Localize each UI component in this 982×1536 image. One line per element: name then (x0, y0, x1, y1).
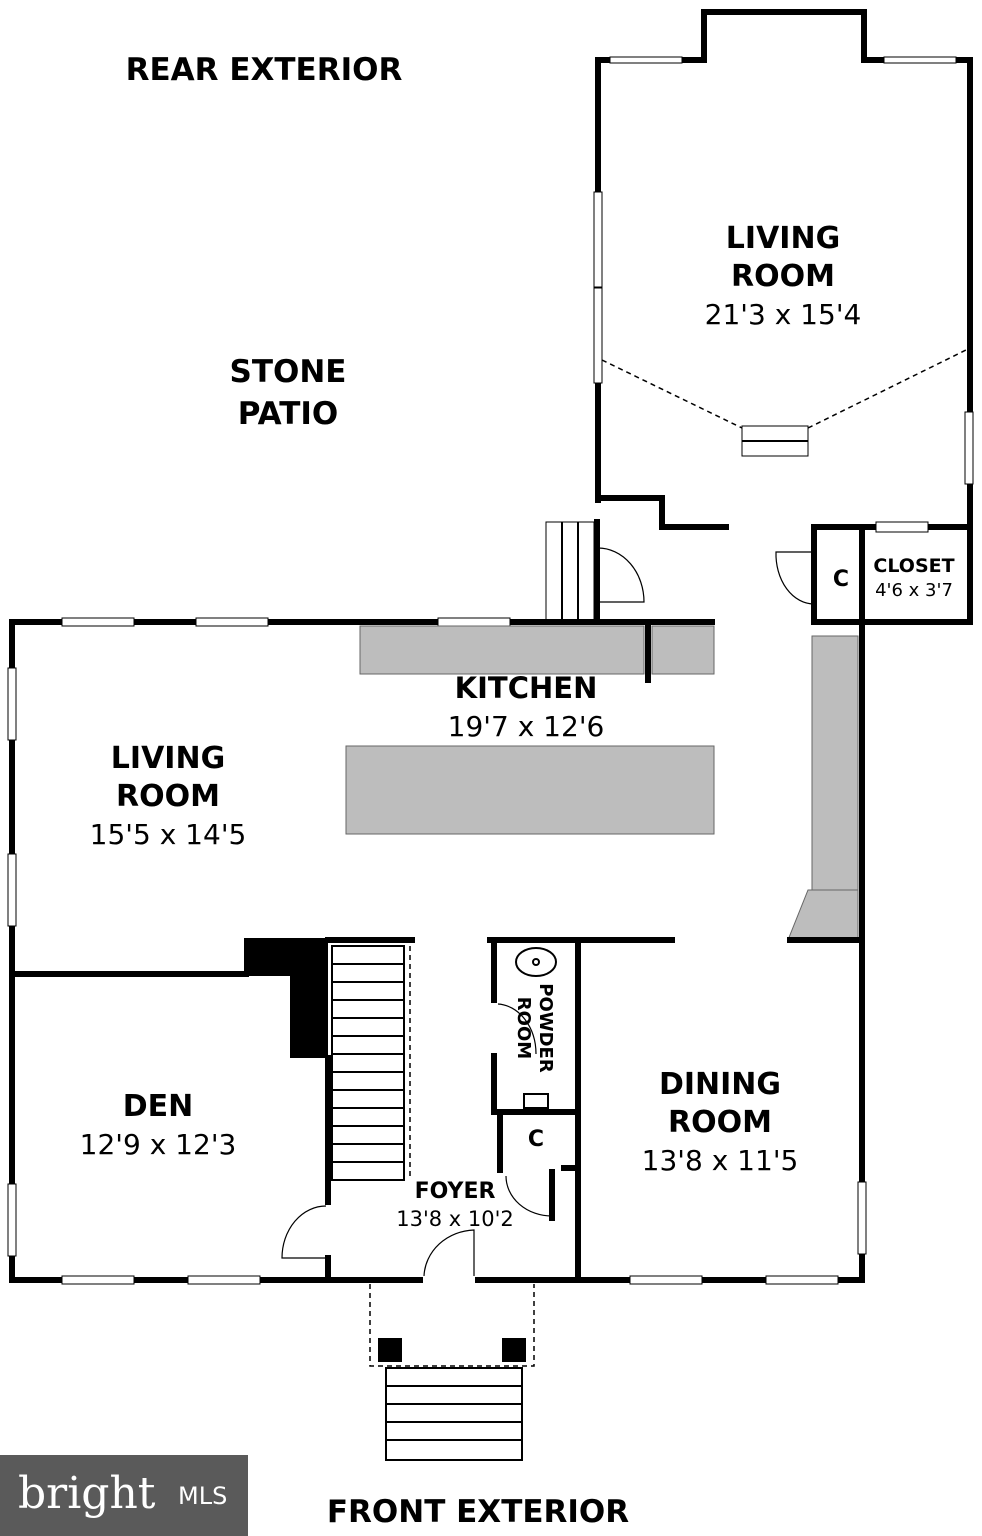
rear-steps (545, 519, 645, 623)
front-exterior-label: FRONT EXTERIOR (327, 1494, 629, 1530)
kitchen-counters (345, 625, 859, 941)
dining-room-label-2: ROOM (668, 1105, 772, 1140)
living-room-label-1: LIVING (111, 741, 225, 776)
interior-walls (9, 937, 865, 1283)
closet-dims: 4'6 x 3'7 (875, 580, 953, 601)
powder-room-fixtures (497, 947, 557, 1109)
stone-patio-label-2: PATIO (238, 396, 339, 432)
kitchen-label: KITCHEN (455, 671, 598, 705)
dining-room-label-1: DINING (659, 1067, 781, 1102)
den-label: DEN (123, 1089, 194, 1124)
living-room-dims: 15'5 x 14'5 (90, 818, 247, 851)
fireplace-bay (601, 349, 967, 457)
foyer-label: FOYER (415, 1179, 496, 1204)
closet-c-lower-label: C (528, 1127, 544, 1152)
rear-living-room-dims: 21'3 x 15'4 (705, 298, 862, 331)
kitchen-dims: 19'7 x 12'6 (448, 710, 605, 743)
doors (281, 1175, 553, 1277)
closet-label: CLOSET (873, 555, 954, 577)
bright-mls-logo: bright MLS (0, 1455, 248, 1536)
closet-door (775, 551, 815, 605)
staircase (331, 945, 411, 1181)
logo-brand-text: bright (18, 1468, 156, 1519)
stone-patio-label-1: STONE (230, 354, 347, 390)
den-dims: 12'9 x 12'3 (80, 1128, 237, 1161)
powder-room-label-2: ROOM (513, 997, 534, 1059)
front-porch (369, 1284, 535, 1461)
closet-c-upper-label: C (833, 567, 849, 592)
powder-room-label-1: POWDER (535, 983, 556, 1073)
dining-room-dims: 13'8 x 11'5 (642, 1144, 799, 1177)
rear-living-room-label-2: ROOM (731, 259, 835, 294)
rear-exterior-label: REAR EXTERIOR (126, 52, 403, 88)
rear-living-room-label-1: LIVING (726, 221, 840, 256)
living-room-label-2: ROOM (116, 779, 220, 814)
foyer-dims: 13'8 x 10'2 (396, 1207, 514, 1231)
main-house-windows (7, 617, 867, 1285)
closet-walls (811, 524, 973, 625)
rear-living-room-windows (593, 56, 974, 533)
logo-mls-text: MLS (178, 1482, 228, 1510)
